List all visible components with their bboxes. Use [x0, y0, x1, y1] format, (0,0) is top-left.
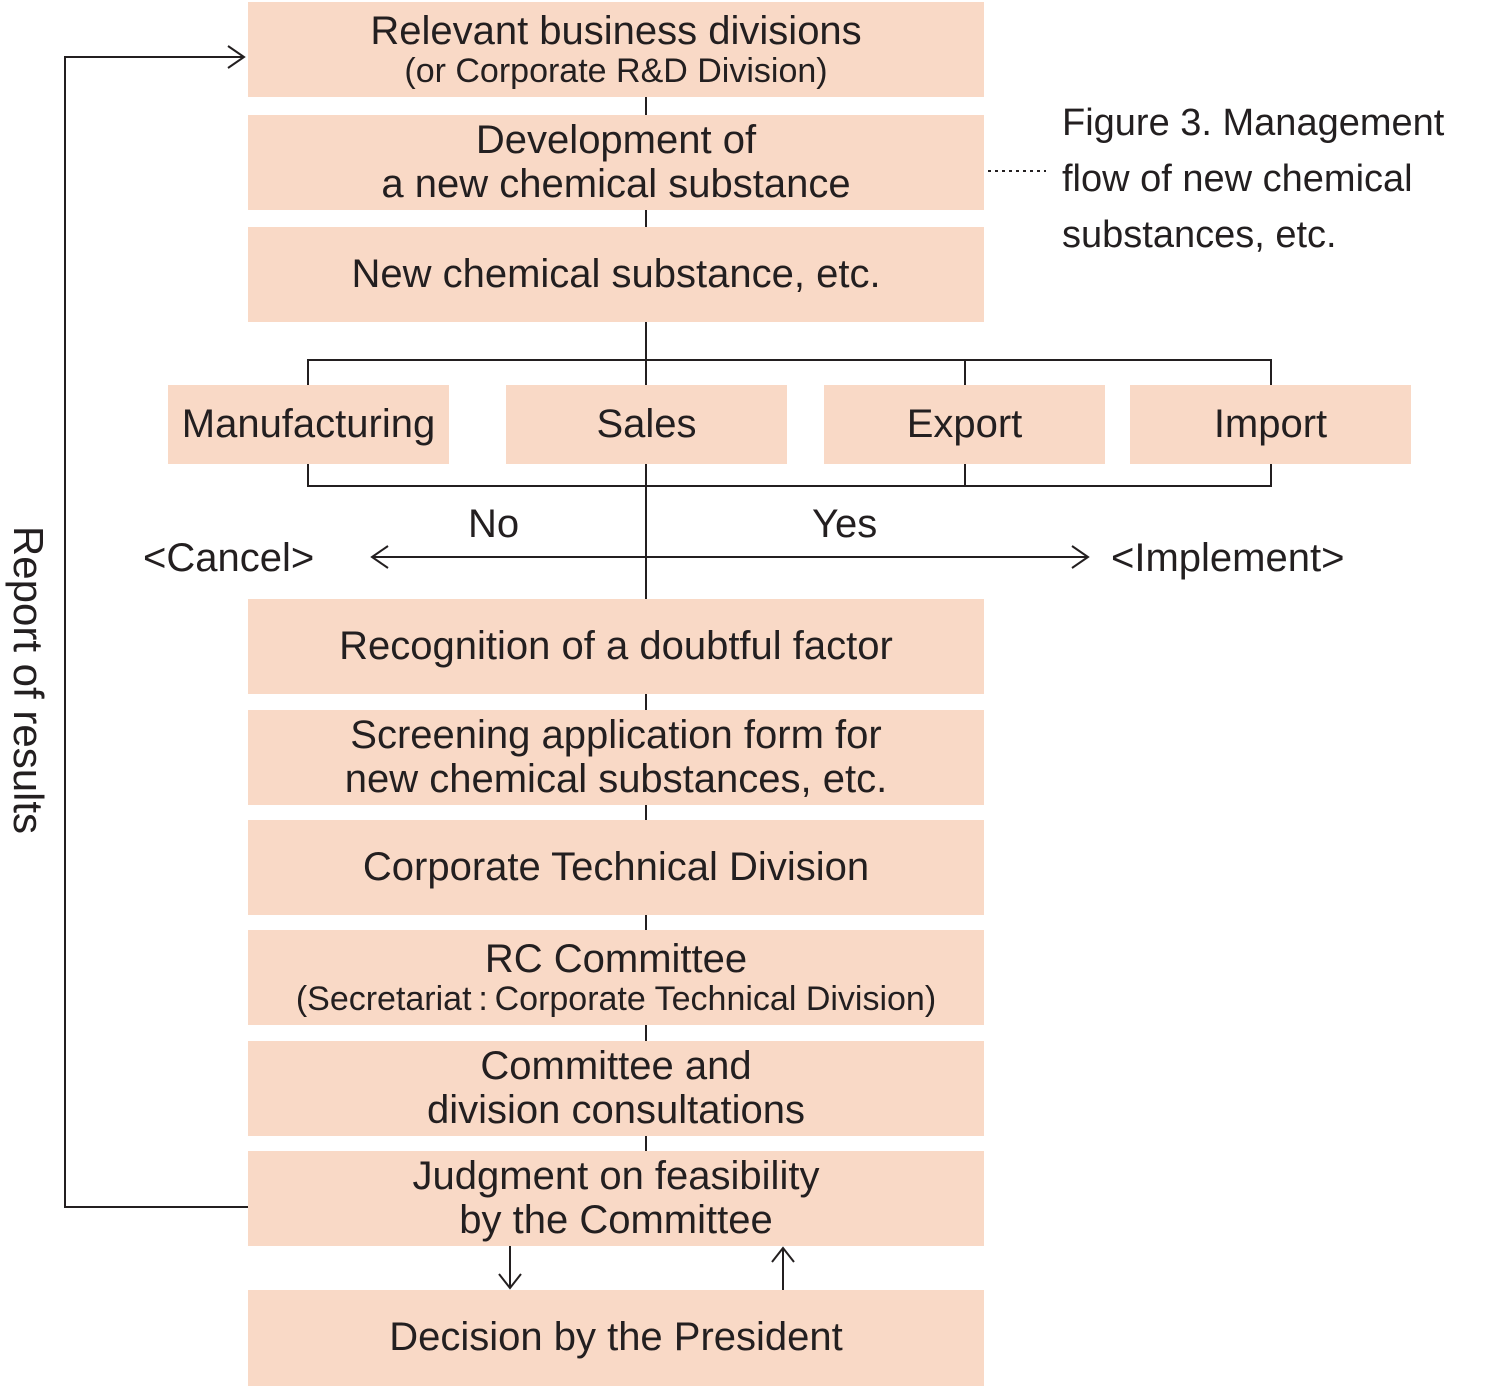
screening-box: Screening application form for new chemi…: [248, 710, 984, 805]
rc-committee-sublabel: (Secretariat : Corporate Technical Divis…: [295, 979, 937, 1018]
business-divisions-label: Relevant business divisions: [370, 8, 862, 53]
activity-manufacturing-label: Manufacturing: [181, 401, 436, 446]
caption-line-3: substances, etc.: [1062, 214, 1337, 256]
report-of-results-label: Report of results: [5, 525, 52, 835]
new-substance-box: New chemical substance, etc.: [248, 227, 984, 322]
screening-line-1: Screening application form for: [350, 713, 882, 758]
yes-label: Yes: [812, 502, 878, 546]
president-label: Decision by the President: [389, 1315, 843, 1360]
new-substance-label: New chemical substance, etc.: [351, 251, 881, 296]
rc-committee-label: RC Committee: [484, 936, 748, 981]
development-box: Development of a new chemical substance: [248, 115, 984, 210]
business-divisions-box: Relevant business divisions (or Corporat…: [248, 2, 984, 97]
recognition-label: Recognition of a doubtful factor: [339, 623, 893, 668]
judgment-box: Judgment on feasibility by the Committee: [248, 1151, 984, 1246]
figure-caption: Figure 3. Management flow of new chemica…: [1062, 95, 1444, 263]
recognition-box: Recognition of a doubtful factor: [248, 599, 984, 694]
implement-label: <Implement>: [1111, 536, 1345, 580]
activity-export-label: Export: [906, 401, 1023, 446]
activity-import-label: Import: [1213, 401, 1328, 446]
no-label: No: [468, 502, 520, 546]
rc-committee-box: RC Committee (Secretariat : Corporate Te…: [248, 930, 984, 1025]
consultations-line-1: Committee and: [480, 1044, 752, 1089]
activity-manufacturing: Manufacturing: [168, 385, 449, 464]
president-box: Decision by the President: [248, 1290, 984, 1386]
consultations-line-2: division consultations: [427, 1087, 805, 1132]
activity-sales-label: Sales: [596, 401, 697, 446]
development-line-1: Development of: [475, 118, 757, 163]
activity-sales: Sales: [506, 385, 787, 464]
caption-line-1: Figure 3. Management: [1062, 102, 1445, 144]
technical-division-box: Corporate Technical Division: [248, 820, 984, 915]
activity-import: Import: [1130, 385, 1411, 464]
cancel-label: <Cancel>: [143, 536, 315, 580]
development-line-2: a new chemical substance: [381, 161, 851, 206]
activity-export: Export: [824, 385, 1105, 464]
caption-line-2: flow of new chemical: [1062, 158, 1413, 200]
consultations-box: Committee and division consultations: [248, 1041, 984, 1136]
business-divisions-sublabel: (or Corporate R&D Division): [404, 51, 828, 90]
judgment-line-2: by the Committee: [459, 1197, 773, 1242]
judgment-line-1: Judgment on feasibility: [412, 1154, 820, 1199]
screening-line-2: new chemical substances, etc.: [344, 756, 888, 801]
technical-division-label: Corporate Technical Division: [362, 844, 870, 889]
